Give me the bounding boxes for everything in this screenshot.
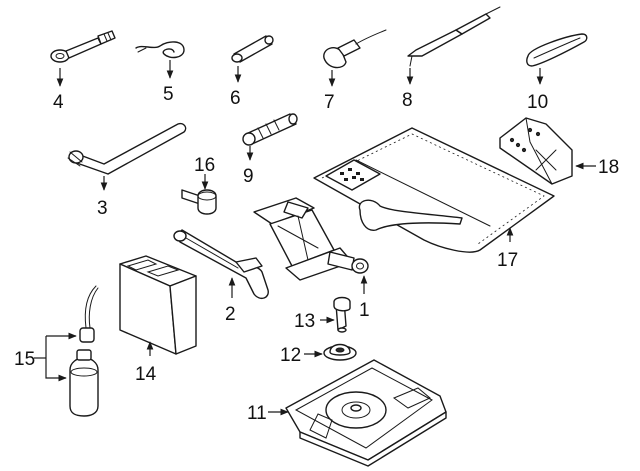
part-14-box xyxy=(119,255,197,355)
part-17-cover xyxy=(313,127,555,253)
part-12-washer xyxy=(323,343,357,361)
callout-17: 17 xyxy=(497,250,518,271)
part-4-tow-eye xyxy=(50,30,116,63)
callout-2: 2 xyxy=(225,304,236,325)
callout-16: 16 xyxy=(194,155,215,176)
callout-4: 4 xyxy=(53,92,64,113)
callout-6: 6 xyxy=(230,88,241,109)
callout-18: 18 xyxy=(598,157,619,178)
part-9-sleeve xyxy=(242,113,298,146)
callout-15: 15 xyxy=(14,349,35,370)
callout-13: 13 xyxy=(294,311,315,332)
callout-8: 8 xyxy=(402,90,413,111)
part-11-tray xyxy=(285,359,447,467)
callout-7: 7 xyxy=(324,92,335,113)
part-15-bottle-kit xyxy=(69,285,99,417)
part-16-bolt xyxy=(181,189,217,215)
part-10-wedge xyxy=(526,33,588,67)
part-13-connector xyxy=(333,296,351,333)
part-18-bracket xyxy=(499,117,573,185)
callout-5: 5 xyxy=(163,84,174,105)
callout-11: 11 xyxy=(247,403,267,424)
callout-12: 12 xyxy=(280,345,301,366)
callout-3: 3 xyxy=(97,198,108,219)
cover-grid-icon xyxy=(340,168,364,181)
part-1-jack xyxy=(253,197,369,281)
part-5-clip xyxy=(135,41,185,59)
part-3-handle xyxy=(67,122,187,175)
callout-9: 9 xyxy=(243,166,254,187)
callout-14: 14 xyxy=(135,364,157,385)
callout-1: 1 xyxy=(359,300,370,321)
callout-10: 10 xyxy=(527,92,548,113)
part-6-pin xyxy=(231,35,274,63)
part-7-tool xyxy=(323,29,387,69)
part-8-rod xyxy=(407,6,501,67)
part-2-jack-handle xyxy=(173,229,269,300)
